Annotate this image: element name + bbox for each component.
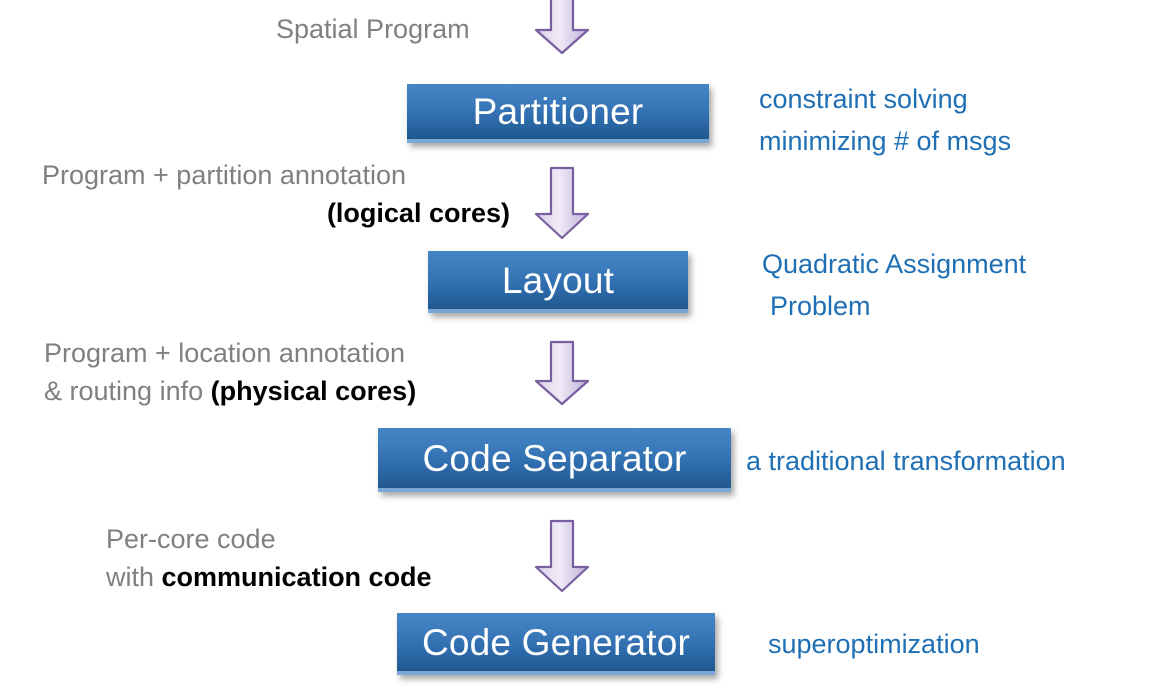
- stage-annotation-code-separator: a traditional transformation: [746, 440, 1066, 482]
- flow-note-line-emphasis: with communication code: [106, 558, 432, 596]
- down-block-arrow-icon: [534, 0, 590, 55]
- flow-note-line: Spatial Program: [276, 14, 470, 44]
- down-block-arrow-icon: [534, 519, 590, 593]
- stage-box-partitioner[interactable]: Partitioner: [407, 84, 709, 143]
- arrow-to-code-generator: [534, 519, 590, 593]
- flow-note-prefix: with: [106, 562, 162, 592]
- down-block-arrow-icon: [534, 166, 590, 240]
- annotation-line: Problem: [770, 291, 871, 321]
- annotation-line: a traditional transformation: [746, 446, 1066, 476]
- flow-note-prefix: & routing info: [44, 376, 211, 406]
- annotation-line: constraint solving: [759, 84, 968, 114]
- flow-note-line-emphasis: & routing info (physical cores): [44, 372, 416, 410]
- flow-note-line-emphasis: (logical cores): [42, 194, 510, 232]
- arrow-to-code-separator: [534, 340, 590, 406]
- arrow-to-partitioner: [534, 0, 590, 55]
- down-block-arrow-icon: [534, 340, 590, 406]
- arrow-to-layout: [534, 166, 590, 240]
- flow-note-emphasis: communication code: [161, 562, 432, 592]
- stage-annotation-partitioner: constraint solving minimizing # of msgs: [759, 78, 1011, 162]
- flow-note-emphasis: (logical cores): [326, 198, 510, 228]
- stage-box-code-separator[interactable]: Code Separator: [378, 428, 731, 492]
- flow-note-program-location-annotation: Program + location annotation & routing …: [44, 334, 416, 410]
- flow-note-emphasis: (physical cores): [210, 376, 417, 406]
- flow-note-per-core-code: Per-core code with communication code: [106, 520, 432, 596]
- annotation-line: minimizing # of msgs: [759, 126, 1012, 156]
- flow-note-line: Per-core code: [106, 524, 276, 554]
- flow-note-line: Program + location annotation: [44, 338, 405, 368]
- stage-annotation-layout: Quadratic Assignment Problem: [762, 243, 1026, 327]
- flow-note-program-partition-annotation: Program + partition annotation (logical …: [42, 156, 510, 232]
- stage-box-label: Code Generator: [421, 621, 691, 663]
- stage-box-label: Layout: [501, 259, 615, 301]
- annotation-line: Quadratic Assignment: [762, 249, 1027, 279]
- flow-note-spatial-program: Spatial Program: [276, 10, 470, 48]
- annotation-line: superoptimization: [768, 629, 980, 659]
- stage-box-label: Partitioner: [472, 91, 644, 132]
- stage-box-label: Code Separator: [422, 437, 687, 479]
- stage-annotation-code-generator: superoptimization: [768, 623, 980, 665]
- stage-box-layout[interactable]: Layout: [428, 251, 688, 313]
- flow-note-line: Program + partition annotation: [42, 160, 406, 190]
- stage-box-code-generator[interactable]: Code Generator: [397, 613, 715, 675]
